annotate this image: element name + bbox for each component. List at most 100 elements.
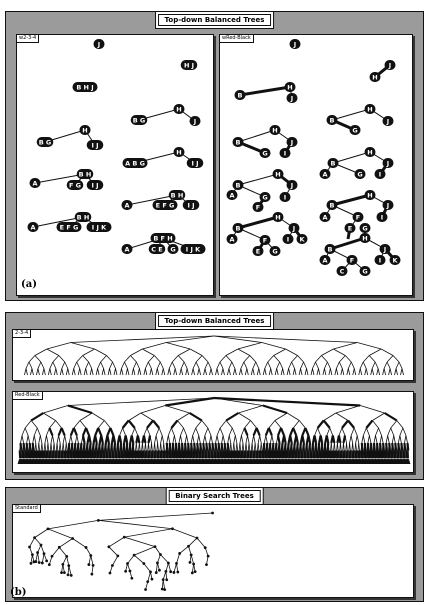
tree-edge: [79, 420, 87, 429]
tree-edge: [225, 412, 239, 422]
node-label: B G: [39, 138, 52, 146]
node-label: K: [299, 235, 305, 243]
tree-edge: [323, 412, 337, 421]
tree-edge: [197, 368, 200, 376]
tree-edge: [303, 361, 307, 369]
tree-edge: [245, 435, 248, 444]
tree-edge: [297, 442, 299, 451]
tree-edge: [124, 435, 129, 444]
window-top-down-balanced-b[interactable]: Top-down Balanced Trees 2-3-4 Red-Black: [5, 312, 424, 480]
panel-red-black-large: Red-Black: [12, 391, 414, 473]
tree-node: J: [384, 60, 396, 70]
tree-edge: [136, 435, 141, 444]
tree-edge: [195, 355, 203, 363]
tree-node: H J: [180, 60, 198, 70]
node-label: B H J: [76, 83, 93, 91]
tree-edge: [177, 442, 181, 451]
tree-edge: [144, 368, 148, 376]
tree-node: J: [382, 116, 394, 126]
tree-edge: [386, 355, 394, 363]
tree-edge: [144, 361, 149, 369]
tree-edge: [133, 554, 145, 564]
tree-edge: [314, 427, 318, 436]
tree-node: H: [173, 147, 185, 157]
tree-edge: [231, 361, 236, 369]
tree-edge: [400, 368, 403, 376]
tree-edge: [47, 368, 51, 376]
tree-edge: [71, 442, 74, 451]
tree-edge: [318, 368, 321, 376]
tree-node: B: [327, 158, 339, 168]
node-label: B: [236, 181, 241, 189]
tree-edge: [142, 442, 144, 451]
tree-edge: [107, 368, 110, 376]
tree-node: F: [346, 255, 358, 265]
tree-node: G: [349, 125, 361, 135]
tree-node: H: [173, 104, 185, 114]
tree-edge: [168, 368, 172, 376]
tree-edge: [46, 348, 60, 356]
tree-edge: [404, 435, 407, 444]
tree-edge: [195, 420, 203, 429]
tree-edge: [307, 435, 312, 444]
tree-edge: [109, 368, 112, 376]
tree-edge: [85, 427, 91, 436]
tree-edge: [264, 368, 267, 376]
tree-edge: [193, 442, 197, 451]
tree-edge: [31, 368, 34, 376]
tree-edge: [62, 435, 66, 444]
tree-edge: [19, 442, 23, 451]
tree-edge: [205, 442, 209, 451]
tree-edge: [291, 361, 295, 369]
tree-edge: [119, 368, 122, 376]
tree-edge: [101, 368, 104, 376]
tree-edge: [356, 435, 360, 444]
node-label: C E: [151, 245, 162, 253]
tree-edge: [199, 442, 203, 451]
bst-node: [37, 561, 41, 564]
tree-edge: [244, 368, 248, 376]
node-label: E F G: [156, 201, 175, 209]
tree-node: J: [289, 39, 301, 49]
tree-edge: [237, 129, 276, 143]
tree-edge: [60, 427, 66, 436]
tree-edge: [238, 412, 251, 421]
tree-edge: [322, 368, 325, 376]
tree-node: B H: [74, 212, 92, 222]
tree-edge: [283, 435, 287, 444]
node-label: J: [386, 159, 389, 167]
tree-edge: [124, 361, 128, 369]
tree-edge: [190, 442, 194, 451]
bst-node: [206, 554, 210, 558]
tree-edge: [186, 435, 189, 444]
tree-edge: [385, 442, 389, 451]
tree-edge: [126, 194, 178, 206]
tree-edge: [119, 427, 123, 436]
tree-edge: [335, 405, 361, 414]
window-binary-search-trees[interactable]: Binary Search Trees Standard (b): [5, 487, 424, 602]
tree-edge: [99, 442, 101, 451]
tree-edge: [368, 355, 376, 363]
tree-node: J: [93, 39, 105, 49]
tree-node: I J: [86, 140, 104, 150]
tree-edge: [325, 435, 330, 444]
bst-node: [188, 560, 192, 564]
tree-edge: [333, 348, 346, 356]
window-title: Binary Search Trees: [168, 490, 261, 502]
tree-edge: [257, 442, 260, 451]
bst-node: [146, 580, 150, 584]
tree-edge: [326, 427, 331, 436]
tree-edge: [365, 368, 369, 376]
tree-edge: [20, 435, 23, 444]
tree-node: H: [364, 190, 376, 200]
tree-edge: [246, 368, 249, 376]
tree-edge: [100, 355, 107, 363]
tree-edge: [81, 435, 86, 444]
tree-edge: [372, 412, 385, 421]
tree-edge: [332, 151, 371, 164]
tree-edge: [150, 368, 154, 376]
tree-edge: [52, 435, 55, 444]
tree-node: H: [359, 233, 371, 243]
